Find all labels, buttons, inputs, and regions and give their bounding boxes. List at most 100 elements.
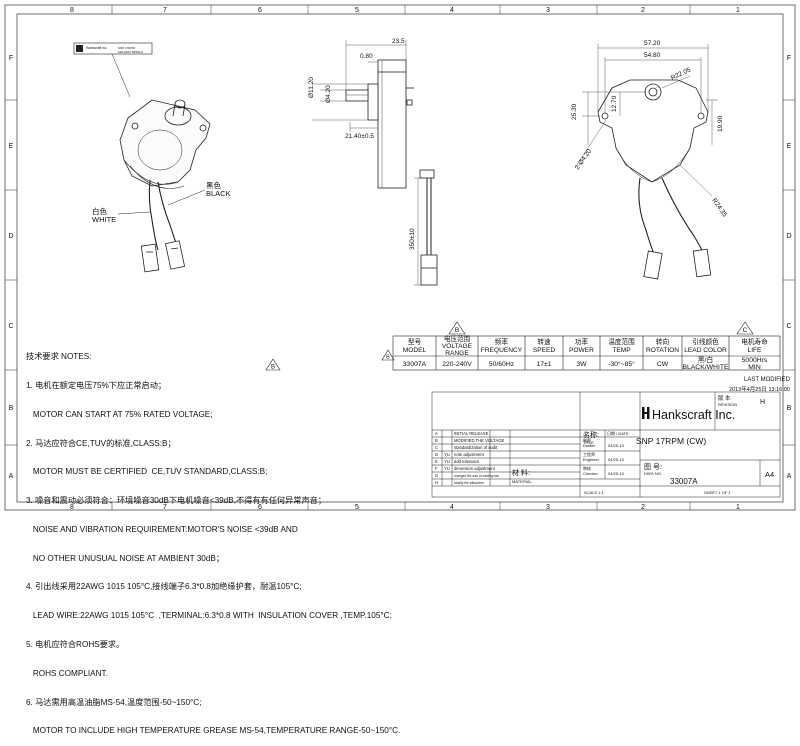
border-row-b: B — [9, 405, 14, 412]
scale-value: SCALE 1:1 — [584, 490, 605, 495]
spec-header-power-en: POWER — [569, 347, 594, 354]
spec-value-model: 33007A — [403, 361, 427, 368]
revision-marker-c: C — [736, 321, 754, 335]
border-ticks — [5, 5, 795, 510]
spec-table-values: 33007A 220-240V 50/60Hz 17±1 3W -30°~85°… — [403, 355, 768, 371]
spec-table-grid — [392, 335, 781, 371]
technical-drawing: 8 7 6 5 4 3 2 1 8 7 6 5 4 3 2 1 F E D C … — [4, 4, 796, 511]
border-col-2-bottom: 2 — [641, 504, 645, 511]
rev-row-f-desc: dimension adjustment — [454, 466, 496, 471]
note-line: 2. 马达应符合CE,TUV的标准,CLASS:B； — [26, 438, 176, 448]
border-col-4-bottom: 4 — [450, 504, 454, 511]
note-line: 4. 引出线采用22AWG 1015 105°C,接线端子6.3*0.8加绝缘护… — [26, 582, 302, 592]
rev-row-a-letter: A — [435, 431, 438, 436]
wire-callouts — [117, 189, 206, 215]
border-col-5: 5 — [355, 7, 359, 14]
dim-height-25-30: 25.30 — [571, 103, 578, 120]
border-col-6: 6 — [258, 7, 262, 14]
revision-marker-b: B — [448, 321, 466, 335]
side-view — [345, 59, 438, 286]
material-label-en: MATERIAL — [512, 479, 532, 484]
technical-notes: 技术要求 NOTES: 1. 电机在额定电压75%下应正常启动； MOTOR C… — [26, 333, 400, 746]
revision-marker-b-table: B — [381, 349, 395, 361]
rev-row-e-desc: add tolerance — [454, 459, 480, 464]
rev-row-h-letter: H — [435, 480, 438, 485]
border-col-3-bottom: 3 — [546, 504, 550, 511]
spec-value-frequency: 50/60Hz — [489, 361, 515, 368]
border-row-f-right: F — [787, 55, 791, 62]
spec-header-rotation-cn: 转向 — [656, 337, 669, 346]
notes-heading: 技术要求 NOTES: — [26, 352, 92, 362]
border-row-b-right: B — [787, 405, 792, 412]
spec-header-life-en: LIFE — [748, 347, 763, 354]
border-col-8-bottom: 8 — [70, 504, 74, 511]
label-tag-line-1: SNP 17RPM — [118, 46, 135, 50]
border-row-a-right: A — [787, 473, 792, 480]
border-col-1: 1 — [736, 7, 740, 14]
border-row-d: D — [8, 233, 13, 240]
role-drafter-date: 04/25-13 — [608, 443, 625, 448]
note-line: 1. 电机在额定电压75%下应正常启动； — [26, 380, 167, 390]
revision-marker-b-letter: B — [455, 327, 459, 334]
dim-shaft-diameter: Ø11.20 — [308, 77, 315, 98]
note-line: 3. 噪音和震动必须符合：环境噪音30dB下电机噪音<39dB,不得有有任何异常… — [26, 496, 327, 506]
spec-value-voltage: 220-240V — [442, 361, 472, 368]
note-line: 6. 马达需用高温油脂MS-54,温度范围-50~150°C; — [26, 697, 202, 707]
black-wire-label-cn: 黑色 — [206, 180, 221, 190]
rev-row-d-letter: D — [435, 452, 438, 457]
rev-row-c-desc: standardization of audit — [454, 445, 498, 450]
dim-hole-pitch-54-80: 54.80 — [644, 52, 661, 59]
border-row-e: E — [9, 143, 14, 150]
isometric-motor-view — [119, 99, 211, 273]
spec-header-model-en: MODEL — [403, 347, 427, 354]
border-col-7-bottom: 7 — [163, 504, 167, 511]
spec-header-model-cn: 型号 — [408, 337, 422, 346]
role-rows: 制图 Drafter 04/25-13 工程师 Engineer 04/25-1… — [583, 437, 625, 476]
date-header: 日期 / DATE — [607, 430, 629, 436]
border-col-5-bottom: 5 — [355, 504, 359, 511]
spec-value-temp: -30°~85° — [608, 360, 635, 368]
spec-header-voltage-en-2: RANGE — [445, 350, 469, 357]
note-line: MOTOR MUST BE CERTIFIED CE,TUV STANDARD,… — [26, 467, 268, 477]
side-view-dimensions — [312, 40, 422, 286]
rev-row-e-mark: YU — [444, 459, 450, 464]
spec-header-voltage-cn: 电压范围 — [444, 334, 471, 343]
border-col-8: 8 — [70, 7, 74, 14]
border-col-2: 2 — [641, 7, 645, 14]
white-wire-label-en: WHITE — [92, 215, 116, 224]
dim-shaft-length: 21.40±0.5 — [345, 133, 374, 140]
black-wire-label-en: BLACK — [206, 189, 231, 198]
spec-header-life-cn: 电机寿命 — [741, 337, 768, 346]
revision-marker-b-notes-letter: B — [271, 365, 275, 371]
note-line: 5. 电机应符合ROHS要求。 — [26, 640, 125, 649]
border-labels: 8 7 6 5 4 3 2 1 8 7 6 5 4 3 2 1 F E D C … — [8, 7, 791, 511]
spec-value-speed: 17±1 — [536, 361, 551, 368]
role-checker-en: Checker — [583, 471, 599, 476]
rev-row-b-letter: B — [435, 438, 438, 443]
spec-header-temp-en: TEMP — [612, 347, 631, 354]
last-modified-label: LAST MODIFIED — [744, 377, 790, 383]
note-line: LEAD WIRE:22AWG 1015 105°C ,TERMINAL:6.3… — [26, 611, 392, 621]
border-row-c: C — [8, 323, 13, 330]
border-row-a: A — [9, 473, 14, 480]
sheet-size: A4 — [765, 470, 774, 479]
title-block-grid — [431, 391, 781, 498]
rev-row-f-mark: YU — [444, 466, 450, 471]
spec-header-lead-color-cn: 引线颜色 — [692, 337, 719, 346]
border-row-d-right: D — [786, 233, 791, 240]
role-drafter-en: Drafter — [583, 443, 596, 448]
border-col-3: 3 — [546, 7, 550, 14]
spec-header-rotation-en: ROTATION — [646, 347, 679, 354]
note-line: MOTOR CAN START AT 75% RATED VOLTAGE; — [26, 409, 213, 419]
drawing-title: SNP 17RPM (CW) — [636, 436, 706, 446]
label-tag-brand: Hankscraft Inc. — [86, 46, 107, 50]
rev-row-c-letter: C — [435, 445, 438, 450]
dwg-no-label-en: DWG NO. — [644, 471, 662, 476]
spec-header-temp-cn: 温度范围 — [608, 337, 635, 346]
rev-row-e-letter: E — [435, 459, 438, 464]
revision-label: 版 本 — [718, 394, 731, 402]
revision-marker-b-notes: B — [265, 358, 281, 371]
revision-label-en: REVISION — [718, 402, 737, 407]
dwg-no-value: 33007A — [670, 477, 698, 486]
border-row-c-right: C — [786, 323, 791, 330]
